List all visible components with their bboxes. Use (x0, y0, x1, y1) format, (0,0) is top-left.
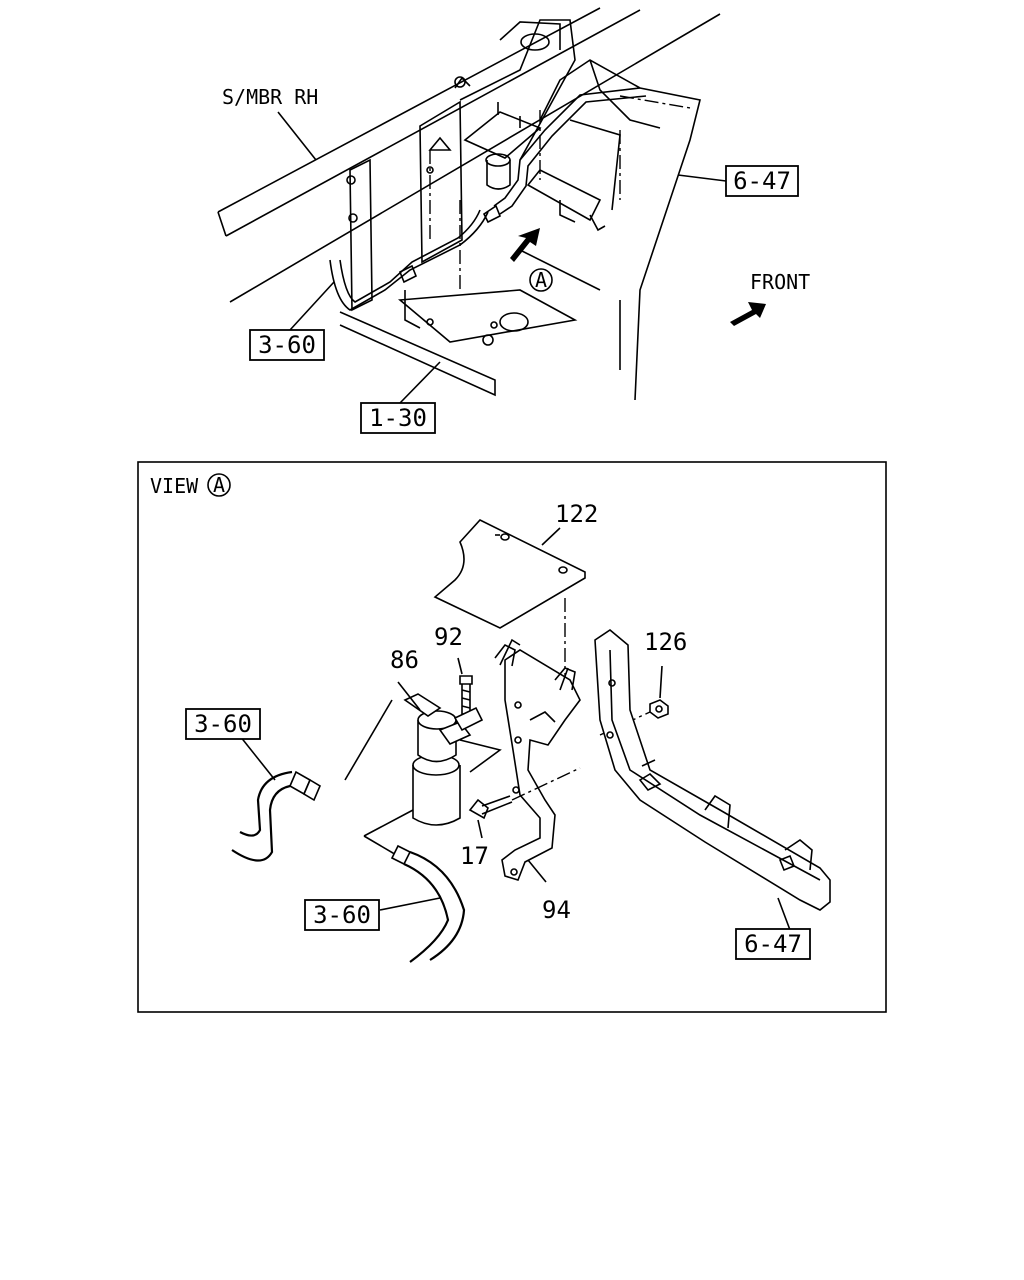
view-a-arrow: A (510, 228, 553, 292)
front-label: FRONT (750, 270, 810, 294)
ref-3-60-lower-box (304, 899, 380, 931)
ref-3-60-label: 3-60 (258, 331, 316, 359)
part-17-bolt: 17 (460, 767, 581, 870)
ref-6-47-box (725, 165, 799, 197)
mount-plate-overview (339, 289, 578, 397)
part-92-label: 92 (434, 623, 463, 651)
part-92-bolt: 92 (434, 623, 473, 715)
side-panel-overview (429, 59, 701, 401)
ref-3-60-upper-label: 3-60 (194, 710, 252, 738)
part-86-drier: 86 (344, 646, 502, 857)
part-126-label: 126 (644, 628, 687, 656)
part-122-plate: 122 (433, 500, 598, 680)
part-86-label: 86 (390, 646, 419, 674)
ref-3-60-box (249, 329, 325, 361)
side-member-rh (217, 7, 721, 303)
overview-illustration: A FRONT S/MBR RH 6-47 3-60 1-30 (217, 7, 810, 434)
ref-6-47-detail-leader (777, 897, 791, 931)
hose-upper-detail: 3-60 (185, 708, 322, 862)
ref-1-30-label: 1-30 (369, 404, 427, 432)
frame-rail-detail (594, 629, 831, 911)
part-122-label: 122 (555, 500, 598, 528)
ref-6-47-detail-label: 6-47 (744, 930, 802, 958)
hose-lower-detail: 3-60 (304, 844, 466, 963)
ref-3-60-upper-box (185, 708, 261, 740)
part-94-bracket: 94 (494, 638, 581, 924)
view-a-title-circle (207, 473, 231, 497)
ref-3-60-lower-label: 3-60 (313, 901, 371, 929)
part-17-label: 17 (460, 842, 489, 870)
part-94-label: 94 (542, 896, 571, 924)
front-arrow: FRONT (730, 270, 810, 326)
pipe-overview (329, 87, 647, 311)
ref-3-60-leader (289, 281, 335, 331)
ref-6-47-detail-box (735, 928, 811, 960)
view-marker-label: A (535, 268, 547, 292)
ref-6-47-leader (677, 174, 727, 182)
ref-6-47-label: 6-47 (733, 167, 791, 195)
view-a-title: VIEW A (150, 473, 231, 498)
ref-1-30-box (360, 402, 436, 434)
side-member-label: S/MBR RH (222, 85, 318, 109)
side-member-leader (277, 111, 317, 161)
frame-bracket (346, 19, 576, 312)
view-a-title-marker: A (213, 473, 225, 497)
view-marker-circle (529, 268, 553, 292)
ref-1-30-leader (399, 361, 441, 404)
view-a-title-text: VIEW (150, 474, 199, 498)
view-a-frame (137, 461, 887, 1013)
